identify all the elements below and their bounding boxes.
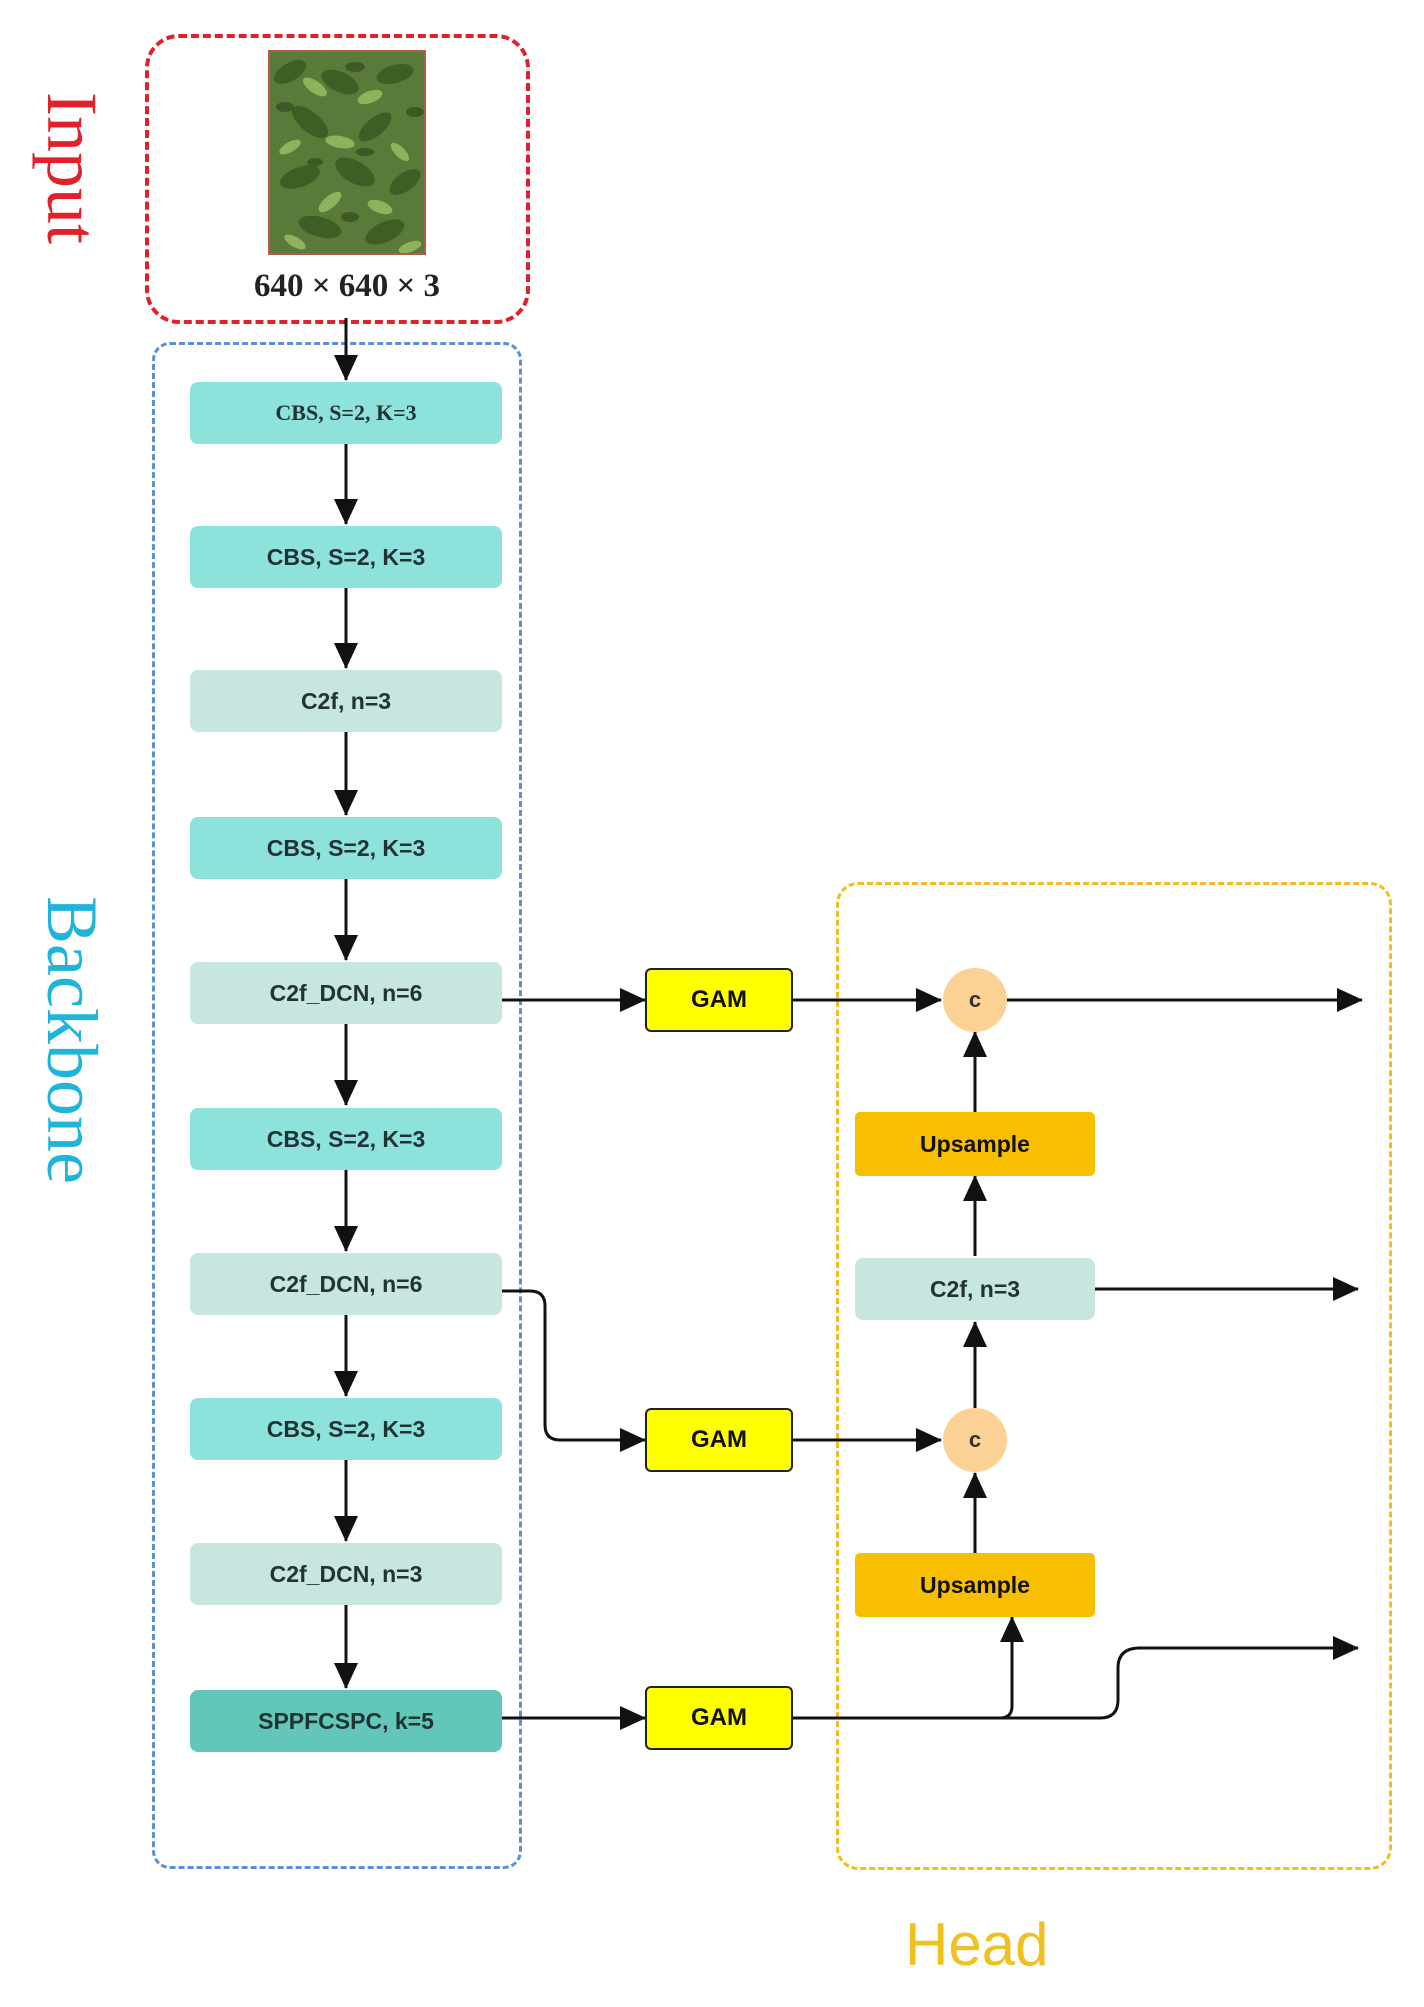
gam-block-3: GAM	[645, 1686, 793, 1750]
arrow-c2fdcn-gam2	[502, 1289, 646, 1452]
backbone-block-3: C2f, n=3	[190, 670, 502, 732]
input-dimensions: 640 × 640 × 3	[253, 268, 441, 304]
backbone-block-7: C2f_DCN, n=6	[190, 1253, 502, 1315]
arrow-gam3-up2	[793, 1616, 1024, 1720]
output-arrow-3	[1000, 1636, 1359, 1720]
backbone-block-4: CBS, S=2, K=3	[190, 817, 502, 879]
input-image	[268, 50, 426, 255]
gam-block-1: GAM	[645, 968, 793, 1032]
upsample-block-2: Upsample	[855, 1553, 1095, 1617]
backbone-block-9: C2f_DCN, n=3	[190, 1543, 502, 1605]
backbone-block-2: CBS, S=2, K=3	[190, 526, 502, 588]
input-frame	[145, 34, 530, 324]
backbone-label: Backbone	[32, 896, 112, 1184]
input-label: Input	[32, 92, 112, 244]
backbone-block-8: CBS, S=2, K=3	[190, 1398, 502, 1460]
upsample-block-1: Upsample	[855, 1112, 1095, 1176]
backbone-block-5: C2f_DCN, n=6	[190, 962, 502, 1024]
concat-node-1: c	[943, 968, 1007, 1032]
head-frame	[836, 882, 1392, 1870]
head-c2f-block: C2f, n=3	[855, 1258, 1095, 1320]
backbone-frame	[152, 342, 522, 1869]
backbone-block-10: SPPFCSPC, k=5	[190, 1690, 502, 1752]
concat-node-2: c	[943, 1408, 1007, 1472]
head-label: Head	[905, 1911, 1049, 1978]
backbone-block-6: CBS, S=2, K=3	[190, 1108, 502, 1170]
tea-leaves-image	[270, 52, 424, 253]
backbone-block-1: CBS, S=2, K=3	[190, 382, 502, 444]
gam-block-2: GAM	[645, 1408, 793, 1472]
